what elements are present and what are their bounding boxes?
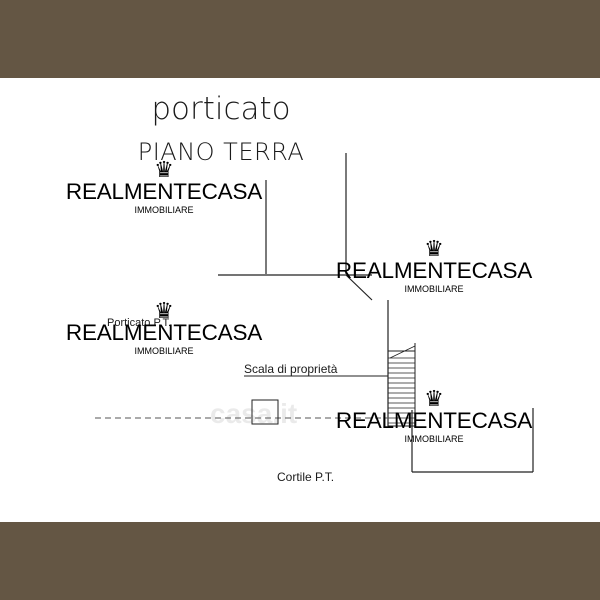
- label-yard: Cortile P.T.: [277, 470, 335, 484]
- watermark-brand: REALMENTECASA: [65, 320, 263, 345]
- watermark-brand: REALMENTECASA: [65, 179, 263, 204]
- watermark-sub: IMMOBILIARE: [404, 434, 464, 444]
- watermark-brand: REALMENTECASA: [335, 408, 533, 433]
- stair-block: [387, 343, 416, 427]
- label-stair: Scala di proprietà: [244, 362, 338, 376]
- crown-icon: ♛: [154, 298, 174, 323]
- bottom-border-band: [0, 522, 600, 600]
- watermark-4: ♛ REALMENTECASA IMMOBILIARE: [314, 386, 554, 445]
- crown-icon: ♛: [424, 386, 444, 411]
- watermark-sub: IMMOBILIARE: [134, 346, 194, 356]
- crown-icon: ♛: [154, 157, 174, 182]
- watermark-sub: IMMOBILIARE: [134, 205, 194, 215]
- label-portico: Porticato P.T.: [107, 317, 171, 329]
- watermark-1: ♛ REALMENTECASA IMMOBILIARE: [44, 157, 284, 216]
- watermark-brand: REALMENTECASA: [335, 258, 533, 283]
- watermark-3: ♛ REALMENTECASA IMMOBILIARE: [314, 236, 554, 295]
- crown-icon: ♛: [424, 236, 444, 261]
- floor-plan: casa.it porticato PIANO TERRA Porticato …: [0, 78, 600, 522]
- column-square: [251, 399, 279, 425]
- watermark-sub: IMMOBILIARE: [404, 284, 464, 294]
- wall-diagonal: [345, 274, 373, 301]
- plan-subtitle: PIANO TERRA: [137, 138, 305, 166]
- plan-title: porticato: [151, 91, 291, 127]
- top-border-band: [0, 0, 600, 78]
- plan-drawing: [95, 153, 534, 473]
- watermark-2: ♛ REALMENTECASA IMMOBILIARE: [44, 298, 284, 357]
